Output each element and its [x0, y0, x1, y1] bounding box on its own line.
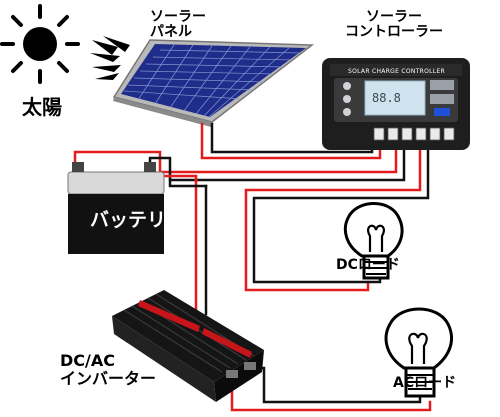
dc-load-bulb-icon — [343, 202, 404, 280]
dc-load-label: DCロード — [336, 257, 400, 273]
ac-load-bulb-icon — [384, 307, 453, 398]
wire-battery-positive — [73, 138, 398, 174]
sunlight-arrows-icon — [90, 36, 130, 80]
inverter-label: DC/AC インバーター — [60, 352, 156, 387]
solar-panel-label-line1: ソーラー — [150, 9, 206, 25]
solar-panel — [112, 39, 315, 127]
controller-label: ソーラー コントローラー — [345, 9, 443, 41]
sun-label: 太陽 — [22, 95, 62, 119]
wire-dcload-negative — [252, 138, 430, 284]
charge-controller: 88.8 — [322, 58, 470, 150]
inverter-label-line2: インバーター — [60, 368, 157, 388]
solar-panel-label-line2: パネル — [150, 24, 192, 41]
svg-text:88.8: 88.8 — [372, 91, 401, 105]
sun-icon — [0, 4, 80, 84]
controller-label-line2: コントローラー — [345, 24, 443, 41]
ac-load-label: ACロード — [393, 375, 457, 391]
wire-dcload-positive — [244, 138, 422, 292]
solar-panel-label: ソーラー パネル — [150, 9, 206, 41]
controller-screen-title: SOLAR CHARGE CONTROLLER — [348, 68, 446, 75]
wire-battery-negative — [148, 138, 406, 182]
inverter — [112, 290, 264, 402]
controller-label-line1: ソーラー — [366, 9, 422, 25]
battery — [67, 162, 165, 254]
inverter-label-line1: DC/AC — [60, 351, 115, 370]
battery-label: バッテリー — [90, 209, 186, 231]
